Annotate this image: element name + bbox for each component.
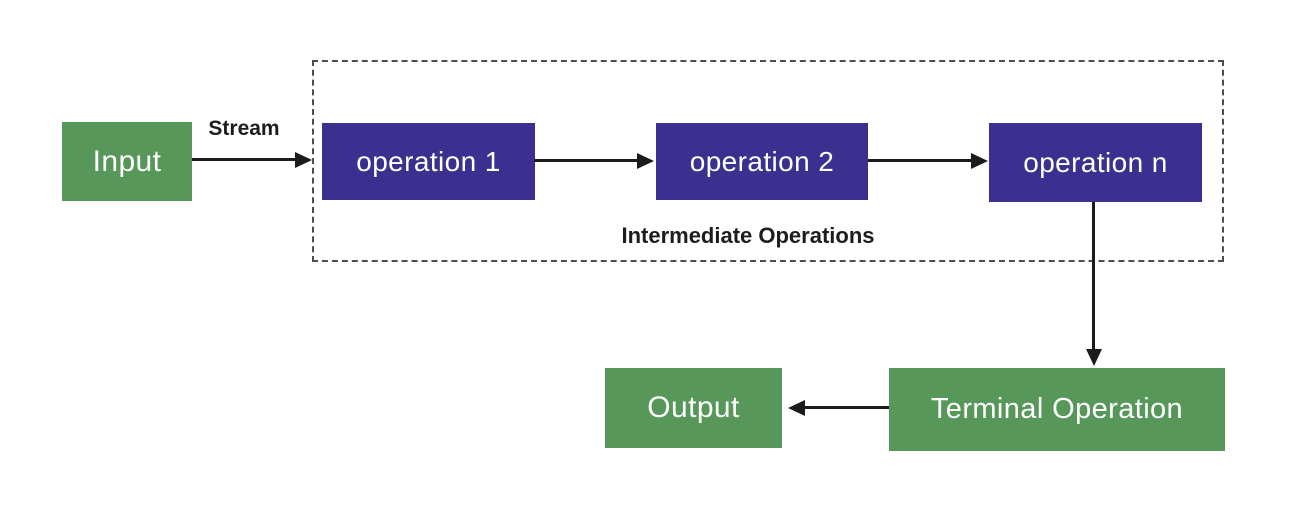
input-label: Input [92, 144, 162, 178]
arrow-line [805, 406, 889, 409]
operation-n-box: operation n [989, 123, 1202, 202]
arrowhead-down-icon [1086, 349, 1102, 366]
terminal-operation-label: Terminal Operation [930, 393, 1184, 425]
operation-2-box: operation 2 [656, 123, 868, 200]
arrow-line [1092, 202, 1095, 349]
operation-1-box: operation 1 [322, 123, 535, 200]
operation-n-label: operation n [1023, 146, 1168, 178]
stream-label: Stream [208, 117, 280, 140]
operation-2-label: operation 2 [689, 145, 835, 177]
arrowhead-right-icon [295, 152, 312, 168]
arrow-line [868, 159, 972, 162]
input-box: Input [62, 122, 192, 201]
terminal-operation-box: Terminal Operation [889, 368, 1225, 451]
intermediate-operations-group [312, 60, 1224, 262]
output-box: Output [605, 368, 782, 448]
arrowhead-right-icon [971, 153, 988, 169]
arrow-line [192, 158, 296, 161]
arrow-line [534, 159, 638, 162]
operation-1-label: operation 1 [356, 145, 501, 177]
arrowhead-right-icon [637, 153, 654, 169]
arrowhead-left-icon [788, 400, 805, 416]
output-label: Output [647, 391, 740, 424]
intermediate-operations-label: Intermediate Operations [621, 223, 875, 248]
